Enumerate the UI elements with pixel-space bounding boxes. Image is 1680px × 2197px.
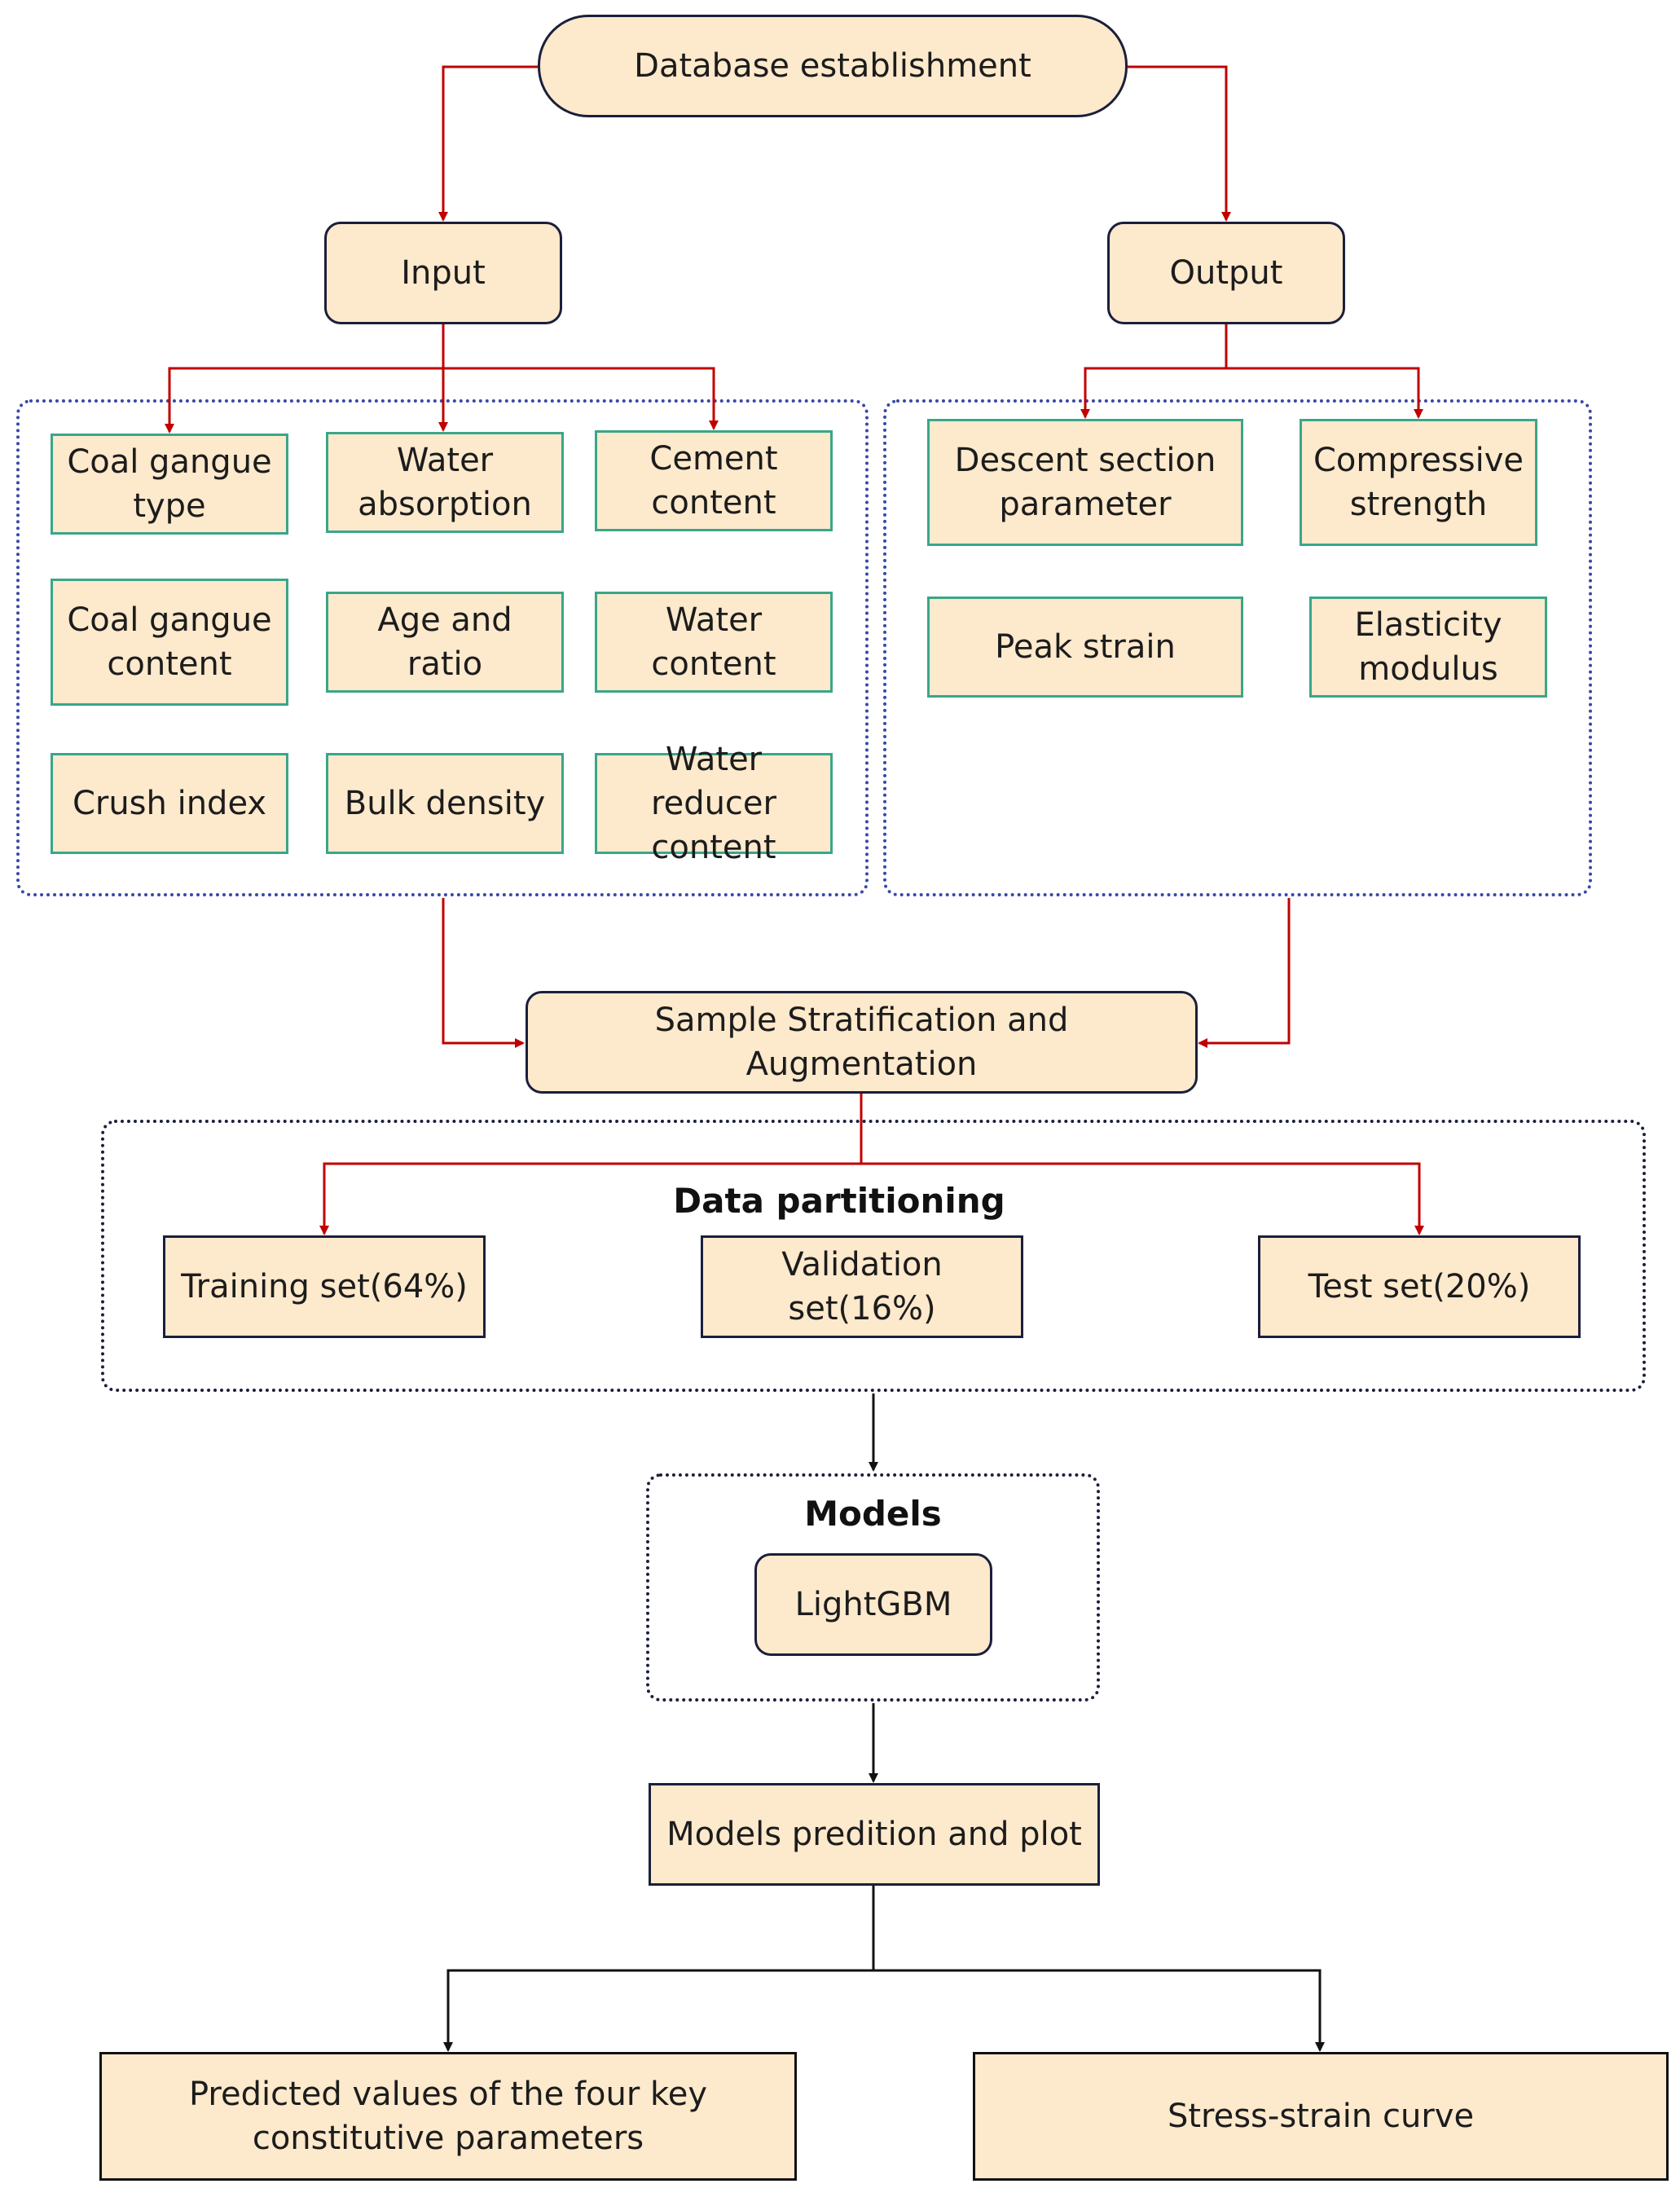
models-prediction-node: Models predition and plot — [649, 1783, 1100, 1886]
crush-index-label: Crush index — [72, 785, 267, 822]
arrow-input-to-coal-gangue-type — [165, 324, 445, 434]
predicted-values-node: Predicted values of the four key constit… — [99, 2052, 797, 2181]
stress-strain-curve-label: Stress-strain curve — [1167, 2098, 1475, 2135]
arrow-database-to-output — [1128, 65, 1231, 222]
arrow-output-to-compressive-strength — [1226, 367, 1423, 419]
water-absorption-label: Water absorption — [358, 442, 532, 523]
age-and-ratio-node: Age and ratio — [326, 592, 564, 693]
output-targets-group — [883, 399, 1592, 896]
arrow-input-to-cement-content — [443, 367, 719, 430]
input-node: Input — [324, 222, 562, 324]
descent-section-parameter-node: Descent section parameter — [927, 419, 1243, 546]
database-establishment-node: Database establishment — [538, 15, 1128, 117]
peak-strain-label: Peak strain — [995, 628, 1176, 666]
arrow-outputs-to-sampling — [1198, 898, 1291, 1048]
database-establishment-label: Database establishment — [634, 47, 1031, 85]
models-title: Models — [804, 1494, 942, 1534]
arrow-inputs-to-sampling — [442, 898, 525, 1048]
cement-content-node: Cement content — [595, 430, 833, 531]
coal-gangue-content-label: Coal gangue content — [67, 601, 272, 683]
input-label: Input — [401, 254, 486, 292]
compressive-strength-node: Compressive strength — [1300, 419, 1537, 546]
compressive-strength-label: Compressive strength — [1313, 442, 1524, 523]
coal-gangue-type-label: Coal gangue type — [67, 443, 272, 525]
coal-gangue-type-node: Coal gangue type — [51, 434, 288, 535]
data-partitioning-title: Data partitioning — [673, 1181, 1005, 1221]
models-prediction-label: Models predition and plot — [666, 1816, 1082, 1853]
predicted-values-label: Predicted values of the four key constit… — [188, 2076, 707, 2157]
output-label: Output — [1169, 254, 1283, 292]
peak-strain-node: Peak strain — [927, 597, 1243, 698]
arrow-sampling-to-training — [319, 1094, 863, 1235]
water-reducer-content-label: Water reducer content — [651, 741, 776, 866]
arrow-prediction-to-predicted-values — [443, 1886, 875, 2052]
water-content-label: Water content — [651, 601, 776, 683]
sample-stratification-node: Sample Stratification and Augmentation — [526, 991, 1198, 1094]
sample-stratification-label: Sample Stratification and Augmentation — [654, 1002, 1069, 1083]
water-content-node: Water content — [595, 592, 833, 693]
bulk-density-label: Bulk density — [344, 785, 546, 822]
lightgbm-label: LightGBM — [794, 1586, 952, 1623]
elasticity-modulus-label: Elasticity modulus — [1354, 606, 1502, 688]
arrow-database-to-input — [438, 65, 538, 222]
arrow-sampling-to-test — [861, 1162, 1424, 1235]
arrow-prediction-to-stress-strain — [873, 1969, 1325, 2052]
training-set-label: Training set(64%) — [181, 1268, 468, 1305]
age-and-ratio-label: Age and ratio — [377, 601, 512, 683]
water-absorption-node: Water absorption — [326, 432, 564, 533]
data-partitioning-group — [101, 1120, 1646, 1392]
training-set-node: Training set(64%) — [163, 1235, 486, 1338]
cement-content-label: Cement content — [649, 440, 778, 522]
validation-set-node: Validation set(16%) — [701, 1235, 1023, 1338]
stress-strain-curve-node: Stress-strain curve — [973, 2052, 1669, 2181]
coal-gangue-content-node: Coal gangue content — [51, 579, 288, 706]
elasticity-modulus-node: Elasticity modulus — [1309, 597, 1547, 698]
output-node: Output — [1107, 222, 1345, 324]
models-group — [646, 1473, 1100, 1702]
descent-section-parameter-label: Descent section parameter — [954, 442, 1216, 523]
test-set-label: Test set(20%) — [1308, 1268, 1531, 1305]
lightgbm-node: LightGBM — [754, 1553, 992, 1656]
test-set-node: Test set(20%) — [1258, 1235, 1581, 1338]
validation-set-label: Validation set(16%) — [781, 1246, 943, 1327]
bulk-density-node: Bulk density — [326, 753, 564, 854]
crush-index-node: Crush index — [51, 753, 288, 854]
water-reducer-content-node: Water reducer content — [595, 741, 833, 866]
arrow-output-to-descent-section — [1080, 324, 1228, 419]
